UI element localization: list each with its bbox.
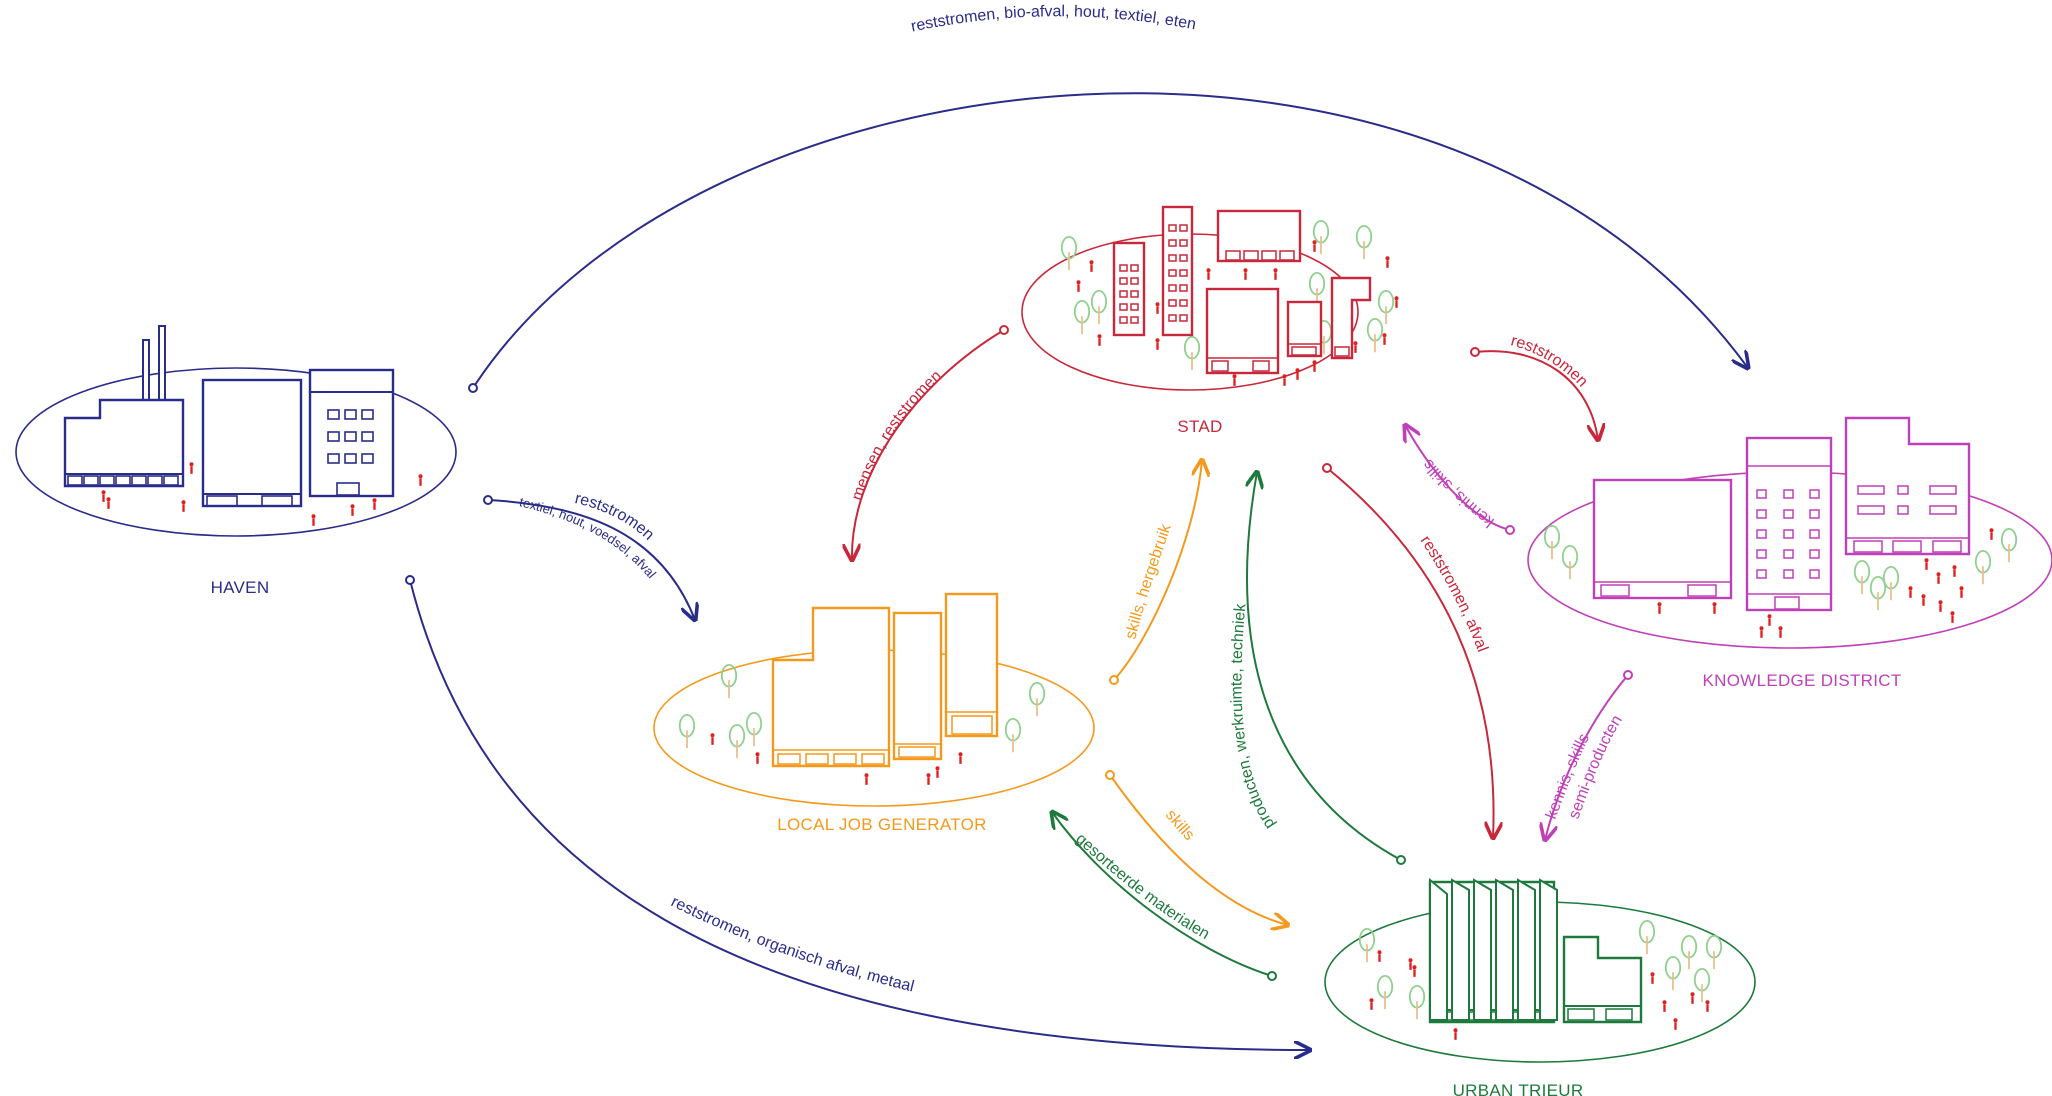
flow-haven-local-arrow: [487, 499, 695, 620]
factory-icon: [63, 325, 185, 488]
buildings: [1592, 416, 1971, 612]
flow-label-top: reststromen, bio-afval, hout, textiel, e…: [910, 3, 1198, 35]
flow-urban-local-arrow: [1052, 812, 1273, 977]
warehouse-icon: [201, 378, 303, 508]
node-label-haven: HAVEN: [211, 578, 270, 597]
flow-stad-local-arrow: [852, 329, 1005, 560]
facade-fins: [1429, 877, 1558, 1021]
flow-local-urban-arrow: [1109, 774, 1288, 925]
node-label-stad: STAD: [1177, 417, 1222, 436]
flow-label-stad-urban: reststromen, afval: [1417, 533, 1491, 654]
flow-stad-knowledge-arrow: [1474, 350, 1598, 440]
flow-knowledge-urban-arrow: [1545, 674, 1629, 840]
node-urban-trieur: URBAN TRIEUR: [1324, 877, 1756, 1096]
buildings: [771, 592, 999, 768]
windows: [1594, 465, 1969, 610]
node-haven: HAVEN: [15, 325, 457, 597]
flow-label-stad-knowledge: reststromen: [1509, 332, 1591, 390]
windows: [773, 711, 997, 765]
flow-label-local-stad: skills, hergebruik: [1122, 521, 1175, 641]
node-label-urban-trieur: URBAN TRIEUR: [1453, 1081, 1584, 1096]
flow-label-stad-local: mensen, reststromen: [849, 367, 945, 502]
workshop-icon: [1562, 935, 1643, 1024]
flow-knowledge-stad-arrow: [1405, 425, 1511, 531]
flow-label-local-urban: skills: [1162, 807, 1197, 844]
flow-haven-urban-arrow: [409, 579, 1310, 1050]
buildings: [1112, 205, 1372, 375]
flow-label-haven-urban: reststromen, organisch afval, metaal: [668, 893, 915, 995]
flow-label-urban-local: gesorteerde materialen: [1072, 830, 1212, 943]
office-icon: [308, 368, 395, 498]
flow-local-stad-arrow: [1113, 460, 1202, 681]
flow-label-knowledge-stad: kennis, skills: [1420, 456, 1498, 530]
flow-stad-urban-arrow: [1326, 467, 1494, 838]
flow-haven-knowledge-arrow: [472, 92, 1748, 389]
flow-urban-stad-arrow: [1247, 472, 1402, 861]
node-local-job-generator: LOCAL JOB GENERATOR: [653, 592, 1095, 834]
node-label-knowledge-district: KNOWLEDGE DISTRICT: [1702, 671, 1901, 690]
node-label-local-job-generator: LOCAL JOB GENERATOR: [777, 815, 986, 834]
windows: [1119, 224, 1350, 372]
node-knowledge-district: KNOWLEDGE DISTRICT: [1527, 416, 2052, 690]
node-stad: STAD: [1021, 205, 1399, 436]
flow-lines: [405, 92, 1748, 1050]
